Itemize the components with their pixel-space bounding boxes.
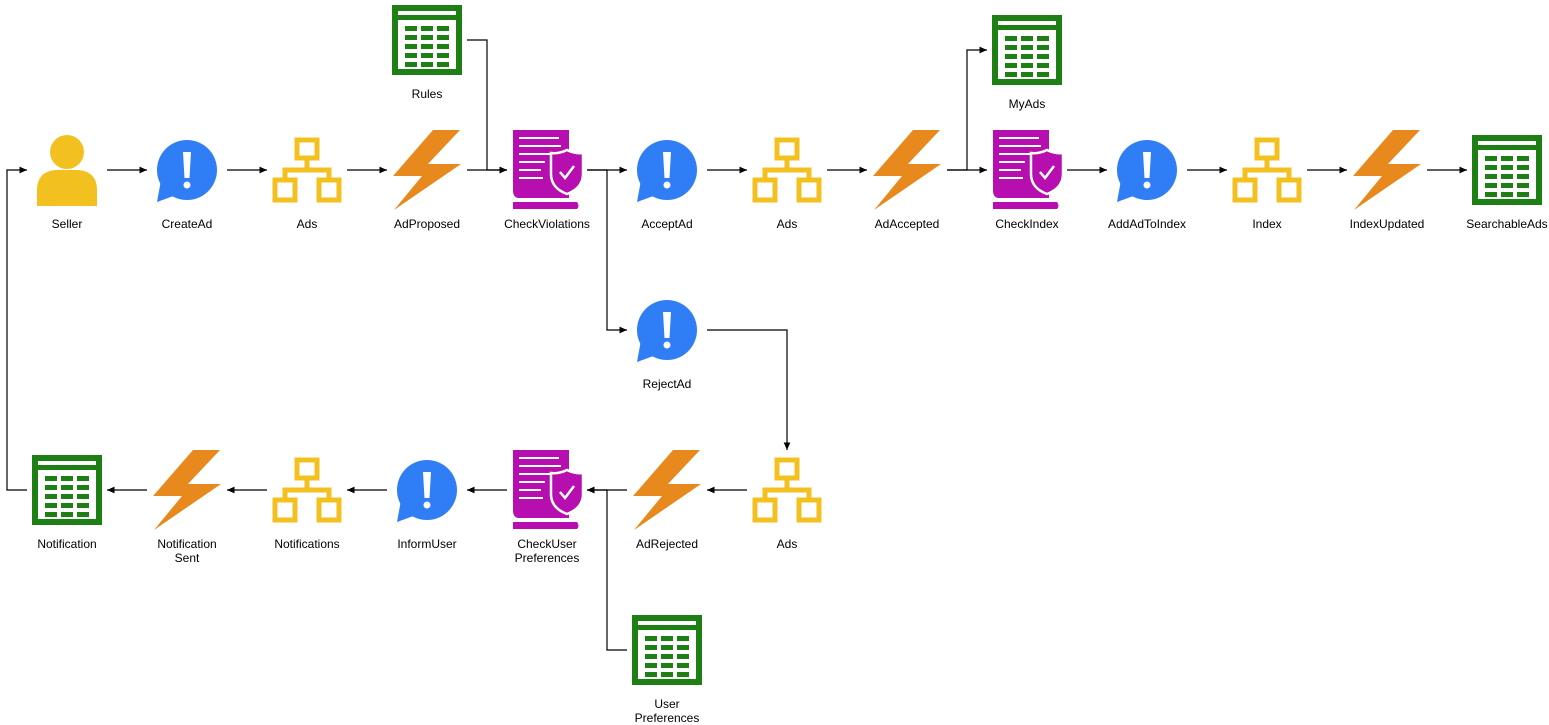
- node-label-check-violations: CheckViolations: [504, 217, 590, 231]
- lightning-icon: [873, 130, 941, 210]
- node-label-check-user-preferences: CheckUser Preferences: [514, 537, 580, 565]
- command-bubble-icon: [157, 140, 217, 202]
- command-bubble-icon: [397, 460, 457, 522]
- edge-reject-ad-to-ads-3: [707, 329, 791, 450]
- node-label-notification-sent: Notification Sent: [157, 537, 217, 565]
- table-icon: [392, 5, 462, 75]
- policy-shield-icon: [513, 450, 585, 529]
- node-label-ads-2: Ads: [776, 217, 798, 231]
- node-label-reject-ad: RejectAd: [642, 377, 692, 391]
- node-label-notifications: Notifications: [274, 537, 340, 551]
- node-label-user-preferences: User Preferences: [634, 697, 700, 725]
- node-label-ad-rejected: AdRejected: [635, 537, 699, 551]
- aggregate-network-icon: [272, 137, 342, 203]
- aggregate-network-icon: [752, 137, 822, 203]
- node-label-add-ad-to-index: AddAdToIndex: [1107, 217, 1187, 231]
- aggregate-network-icon: [272, 457, 342, 523]
- aggregate-network-icon: [752, 457, 822, 523]
- node-label-create-ad: CreateAd: [161, 217, 213, 231]
- edge-notification-to-seller: [6, 166, 27, 491]
- node-label-ad-proposed: AdProposed: [393, 217, 461, 231]
- policy-shield-icon: [513, 130, 585, 209]
- lightning-icon: [633, 450, 701, 530]
- command-bubble-icon: [637, 300, 697, 362]
- lightning-icon: [153, 450, 221, 530]
- lightning-icon: [393, 130, 461, 210]
- table-icon: [1472, 135, 1542, 205]
- node-label-seller: Seller: [51, 217, 83, 231]
- aggregate-network-icon: [1232, 137, 1302, 203]
- node-label-ads-1: Ads: [296, 217, 318, 231]
- command-bubble-icon: [1117, 140, 1177, 202]
- node-label-index-updated: IndexUpdated: [1349, 217, 1425, 231]
- node-label-my-ads: MyAds: [1008, 97, 1046, 111]
- table-icon: [32, 455, 102, 525]
- edge-rules-to-check-violations: [467, 39, 507, 174]
- policy-shield-icon: [993, 130, 1065, 209]
- lightning-icon: [1353, 130, 1421, 210]
- node-label-ad-accepted: AdAccepted: [874, 217, 940, 231]
- node-label-index: Index: [1252, 217, 1282, 231]
- table-icon: [632, 615, 702, 685]
- node-label-notification: Notification: [37, 537, 97, 551]
- edge-check-violations-to-reject-ad: [587, 169, 627, 334]
- edge-user-preferences-to-check-user-preferences: [587, 486, 627, 651]
- table-icon: [992, 15, 1062, 85]
- node-label-ads-3: Ads: [776, 537, 798, 551]
- nodes-layer: [32, 5, 1542, 685]
- node-label-rules: Rules: [411, 87, 443, 101]
- edges-layer: [6, 39, 1467, 651]
- node-label-check-index: CheckIndex: [995, 217, 1059, 231]
- person-icon: [37, 135, 97, 206]
- node-label-inform-user: InformUser: [397, 537, 457, 551]
- command-bubble-icon: [637, 140, 697, 202]
- node-label-accept-ad: AcceptAd: [641, 217, 693, 231]
- node-label-searchable-ads: SearchableAds: [1466, 217, 1548, 231]
